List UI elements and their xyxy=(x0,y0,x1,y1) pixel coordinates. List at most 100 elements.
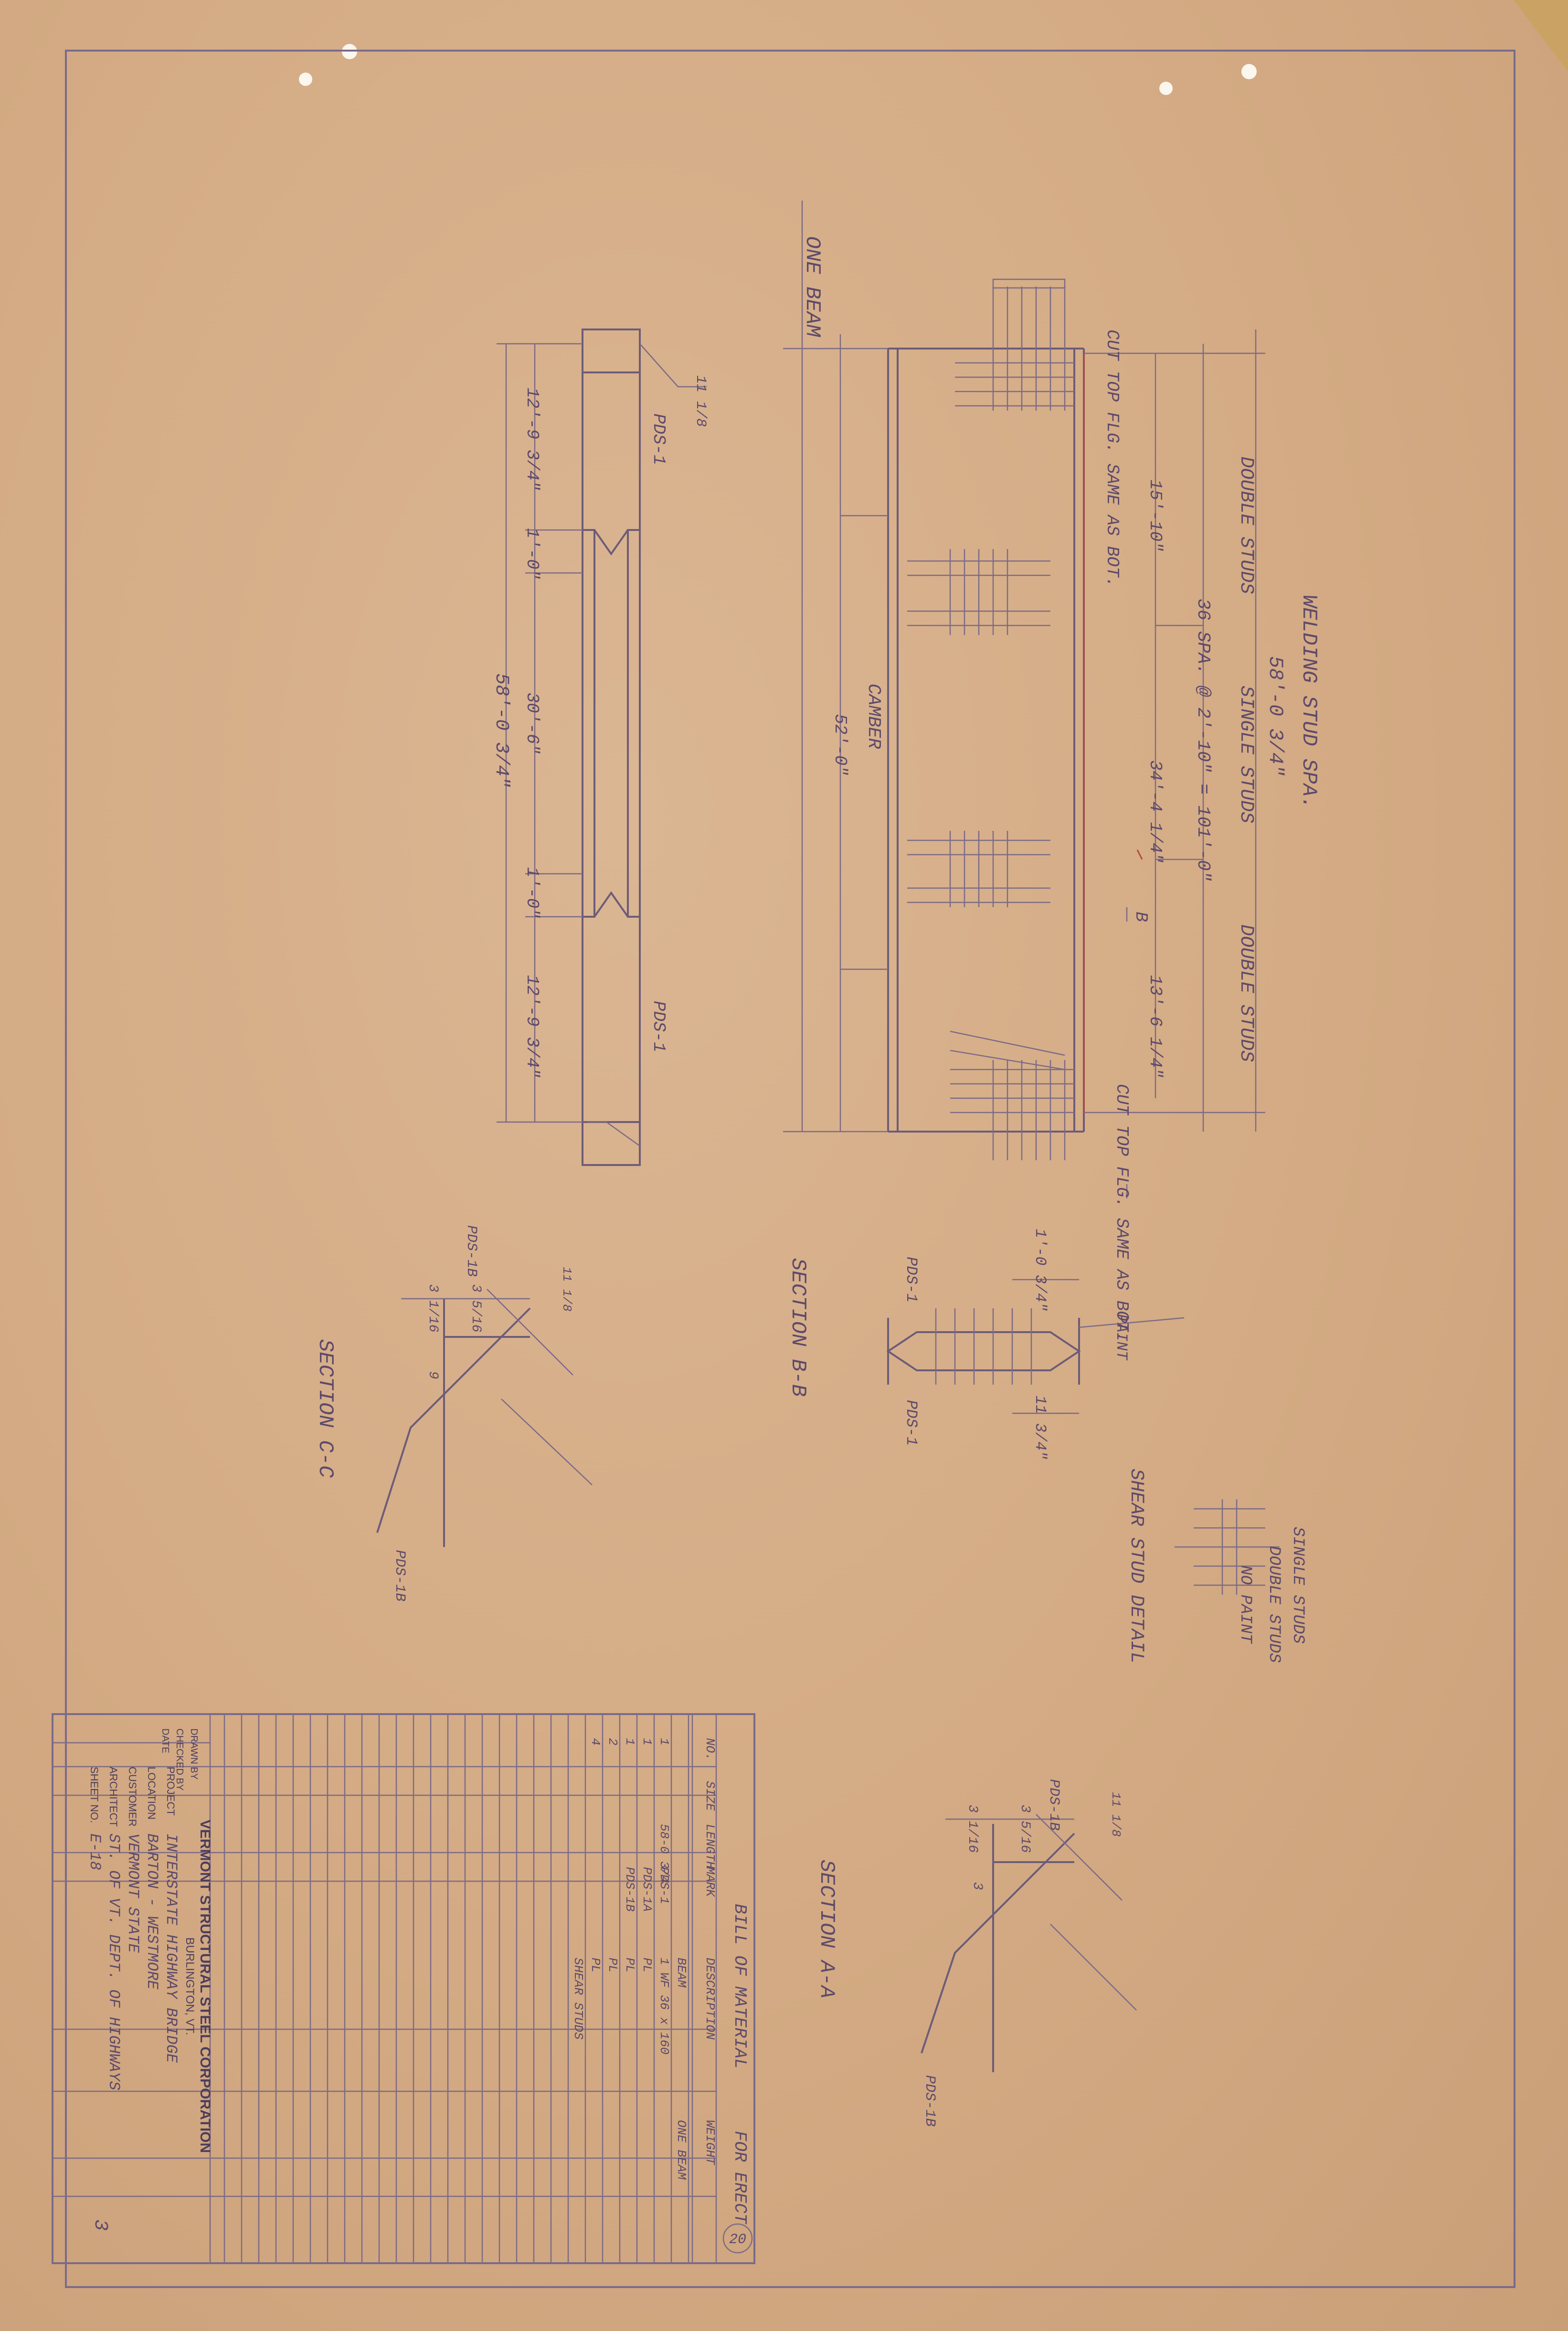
bom-header-cell: MARK xyxy=(703,1867,717,1897)
bom-header-cell: DESCRIPTION xyxy=(703,1958,717,2040)
bom-cell: PDS-1B xyxy=(623,1867,637,1912)
plan-dim-1: 12'-9 3/4" xyxy=(522,388,542,491)
bom-cell: 58-0 3/4 xyxy=(657,1824,671,1884)
punch-hole xyxy=(1159,82,1173,95)
architect-value: ST. OF VT. DEPT. OF HIGHWAYS xyxy=(105,1833,123,2090)
section-mark-b: B xyxy=(1131,911,1151,922)
plan-mark-top: PDS-1 xyxy=(649,413,668,465)
bom-cell: 1 xyxy=(640,1738,654,1746)
bom-cell: 1 WF 36 x 160 xyxy=(657,1958,671,2055)
shear-studs-top xyxy=(955,278,1074,411)
sheet-number-circle xyxy=(722,2223,753,2254)
section-cc-dim-3: 9 xyxy=(425,1371,440,1379)
bom-cell: BEAM xyxy=(674,1958,689,1988)
architect-label: ARCHITECT xyxy=(107,1767,119,1827)
section-bb-title: SECTION B-B xyxy=(786,1258,810,1397)
punch-hole xyxy=(299,73,312,86)
plan-mark-bottom: PDS-1 xyxy=(649,1001,668,1052)
section-bb-mark-1: PDS-1 xyxy=(902,1257,920,1303)
section-cc-dim-2: 3 5/16 xyxy=(468,1284,483,1333)
bom-cell: 1 xyxy=(657,1738,671,1746)
sheet-number: 20 xyxy=(729,2232,746,2248)
bill-of-material: BILL OF MATERIAL FOR ERECT NO.SIZELENGTH… xyxy=(52,1713,755,2264)
single-studs-label: SINGLE STUDS xyxy=(1235,686,1257,823)
shear-studs-mid xyxy=(907,549,1050,635)
folded-corner xyxy=(1514,0,1568,72)
bom-cell: PDS-1A xyxy=(640,1867,654,1912)
cut-top-flange-note-1: CUT TOP FLG. SAME AS BOT. xyxy=(1102,329,1122,587)
bom-header-cell: SIZE xyxy=(703,1781,717,1811)
section-cc-slope: 11 1/8 xyxy=(560,1267,574,1312)
section-aa-mark-bottom: PDS-1B xyxy=(922,2075,938,2127)
shear-stud-detail: SHEAR STUD DETAIL SINGLE STUDS DOUBLE ST… xyxy=(1125,1469,1307,1663)
section-cc: SECTION C-C PDS-1B PDS-1B 3 1/16 3 5/16 … xyxy=(313,1225,593,1601)
plan-dim-3: 30'-6" xyxy=(522,692,542,754)
bom-table: NO.SIZELENGTHMARKDESCRIPTIONWEIGHTBEAMON… xyxy=(571,1738,717,2180)
bom-cell: PL xyxy=(588,1958,603,1972)
section-bb-paint: PAINT xyxy=(1112,1314,1130,1361)
section-cc-mark-top: PDS-1B xyxy=(463,1225,479,1277)
dim-c: 13'-6 1/4" xyxy=(1145,975,1165,1078)
double-studs-label-1: DOUBLE STUDS xyxy=(1235,456,1257,594)
plan-dim-2: 1'-0" xyxy=(522,528,542,580)
bom-header-cell: NO. xyxy=(703,1738,717,1760)
bom-header-cell: WEIGHT xyxy=(703,2120,717,2165)
section-bb: SECTION B-B 1'-0 3/4" 11 3/4" PDS-1 PDS-… xyxy=(786,1229,1185,1460)
dim-a: 15'-10" xyxy=(1145,479,1165,551)
plan-overall-length: 58'-0 3/4" xyxy=(490,673,512,788)
drawing-number: 3 xyxy=(89,2219,111,2231)
plan-dim-5: 12'-9 3/4" xyxy=(522,975,542,1078)
stud-detail-note-1: SINGLE STUDS xyxy=(1289,1527,1307,1644)
section-aa-dim-1: 3 1/16 xyxy=(965,1805,980,1853)
plan-view: 58'-0 3/4" 12'-9 3/4" 1'-0" 30'-6" 1'-0"… xyxy=(490,328,709,1166)
customer-label: CUSTOMER xyxy=(127,1767,138,1827)
section-aa: SECTION A-A PDS-1B PDS-1B 3 1/16 3 5/16 … xyxy=(815,1779,1137,2127)
section-aa-title: SECTION A-A xyxy=(815,1860,838,1998)
welding-stud-spa-label: WELDING STUD SPA. xyxy=(1297,595,1321,809)
bom-cell: SHEAR STUDS xyxy=(571,1958,585,2040)
bom-cell: 4 xyxy=(588,1738,603,1746)
cut-top-flange-note-2: CUT TOP FLG. SAME AS BOT. xyxy=(1112,1084,1132,1342)
shear-studs-bottom xyxy=(950,1030,1074,1160)
stud-detail-title: SHEAR STUD DETAIL xyxy=(1125,1469,1147,1663)
project-value: INTERSTATE HIGHWAY BRIDGE xyxy=(162,1833,180,2063)
company-name: VERMONT STRUCTURAL STEEL CORPORATION xyxy=(197,1820,213,2153)
bom-cell: PL xyxy=(623,1958,637,1972)
project-label: PROJECT xyxy=(165,1767,177,1816)
date-label: DATE xyxy=(160,1728,170,1753)
section-aa-mark-top: PDS-1B xyxy=(1046,1779,1062,1831)
overall-length-label: 58'-0 3/4" xyxy=(1264,656,1287,776)
bom-cell: PL xyxy=(640,1958,654,1972)
checked-by-label: CHECKED BY xyxy=(174,1728,185,1791)
bom-header-cell: LENGTH xyxy=(703,1824,717,1869)
location-label: LOCATION xyxy=(146,1767,158,1820)
section-bb-dim-bottom: 11 3/4" xyxy=(1031,1396,1049,1460)
section-aa-dim-2: 3 5/16 xyxy=(1017,1805,1032,1853)
customer-value: VERMONT STATE xyxy=(124,1833,142,1953)
punch-hole xyxy=(1241,64,1257,79)
drawn-by-label: DRAWN BY xyxy=(189,1728,199,1780)
section-bb-mark-2: PDS-1 xyxy=(902,1400,920,1446)
sheet-label: SHEET NO. xyxy=(88,1767,100,1823)
beam-elevation: WELDING STUD SPA. DOUBLE STUDS SINGLE ST… xyxy=(783,201,1321,1342)
bom-cell: PL xyxy=(605,1958,620,1972)
stud-detail-note-2: DOUBLE STUDS xyxy=(1265,1546,1283,1663)
double-studs-label-2: DOUBLE STUDS xyxy=(1235,924,1257,1062)
bom-for-erect: FOR ERECT xyxy=(730,2131,750,2225)
plan-slope: 11 1/8 xyxy=(692,375,709,427)
shear-studs-lower xyxy=(907,831,1050,907)
section-bb-dim-top: 1'-0 3/4" xyxy=(1031,1229,1049,1312)
section-cc-title: SECTION C-C xyxy=(313,1339,337,1478)
dim-d: 52'-0" xyxy=(830,714,850,776)
dim-b: 34'-4 1/4" xyxy=(1145,760,1165,863)
section-aa-slope: 11 1/8 xyxy=(1109,1792,1123,1837)
sheet-value: E-18 xyxy=(86,1833,104,1870)
section-cc-dim-1: 3 1/16 xyxy=(425,1284,440,1333)
one-beam-label: ONE BEAM xyxy=(800,236,824,337)
stud-spacing-label: 36 SPA. @ 2'-10" = 101'-0" xyxy=(1193,599,1213,882)
section-aa-dim-3: 3 xyxy=(970,1882,985,1890)
stud-detail-note-3: NO PAINT xyxy=(1236,1565,1254,1644)
company-city: BURLINGTON, VT. xyxy=(183,1938,196,2035)
